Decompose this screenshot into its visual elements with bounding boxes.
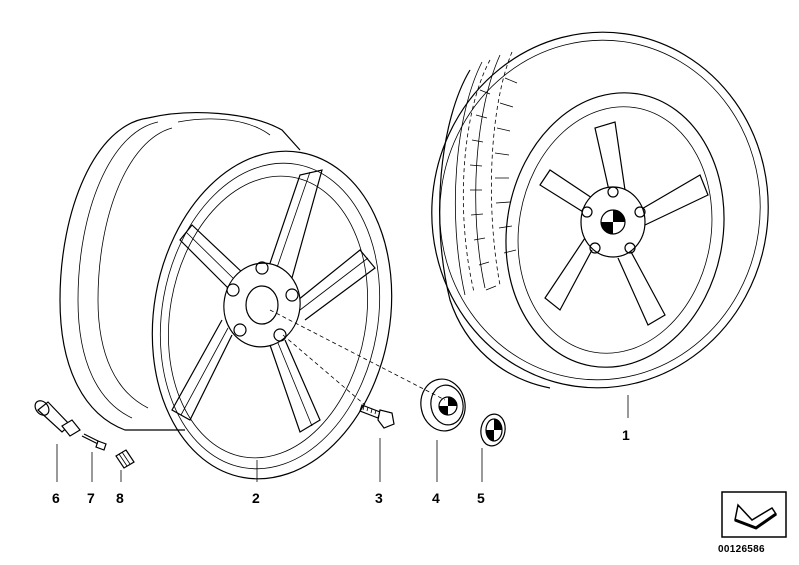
callout-3: 3 [375, 490, 383, 506]
emblem [480, 413, 506, 447]
hub-cap [420, 378, 466, 432]
document-number: 00126586 [718, 544, 765, 555]
callout-2: 2 [252, 490, 260, 506]
arrow-pointer-icon [721, 491, 787, 538]
valve-cap [115, 449, 135, 469]
valve-core [81, 433, 107, 451]
alloy-rim [59, 112, 393, 480]
assembly-line [269, 309, 446, 401]
callout-7: 7 [87, 490, 95, 506]
callout-4: 4 [432, 490, 440, 506]
callout-5: 5 [477, 490, 485, 506]
wheel-bolt [359, 404, 395, 429]
complete-wheel-with-tyre [431, 31, 769, 389]
callout-1: 1 [622, 427, 630, 443]
tyre-valve [34, 400, 81, 437]
callout-6: 6 [52, 490, 60, 506]
assembly-line-bolt [282, 334, 366, 406]
leader-lines [56, 395, 629, 482]
callout-8: 8 [116, 490, 124, 506]
